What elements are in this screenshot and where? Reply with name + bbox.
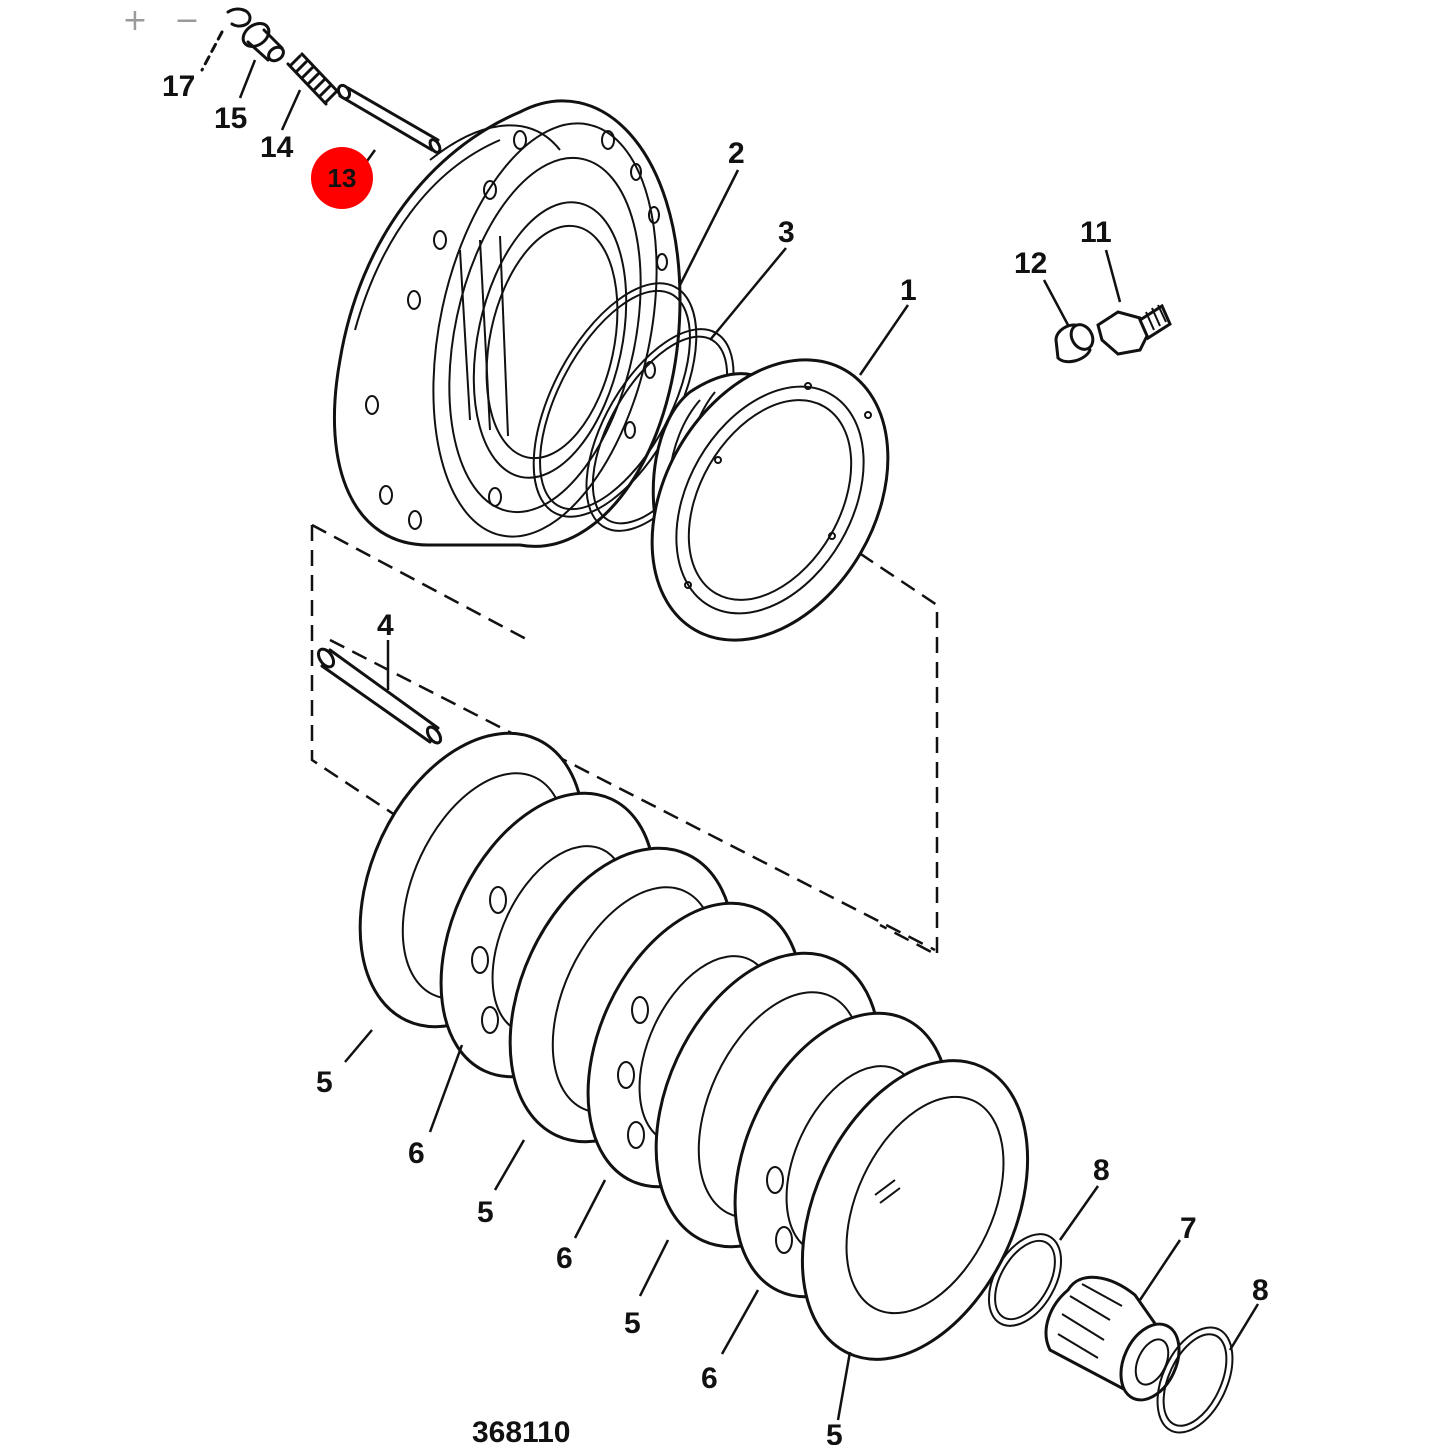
drawing-number: 368110 xyxy=(472,1416,570,1445)
callout-15[interactable]: 15 xyxy=(214,102,247,135)
part-13-stud[interactable] xyxy=(336,83,442,154)
callout-labels: 1 2 3 4 5 5 5 5 6 6 6 7 8 8 11 12 13 14 … xyxy=(162,70,1269,1445)
callout-6a[interactable]: 6 xyxy=(408,1137,425,1170)
callout-11[interactable]: 11 xyxy=(1080,216,1112,249)
highlight-marker xyxy=(311,147,373,209)
callout-2[interactable]: 2 xyxy=(728,137,745,170)
part-17-circlip[interactable] xyxy=(200,7,252,72)
part-14-spring[interactable] xyxy=(286,52,342,106)
callout-5d[interactable]: 5 xyxy=(826,1419,843,1445)
callout-17[interactable]: 17 xyxy=(162,70,195,103)
part-8-circlip-lower[interactable] xyxy=(1142,1316,1247,1445)
callout-1[interactable]: 1 xyxy=(900,274,917,307)
callout-14[interactable]: 14 xyxy=(260,131,294,164)
callout-13[interactable]: 13 xyxy=(328,163,357,193)
callout-6b[interactable]: 6 xyxy=(556,1242,573,1275)
callout-3[interactable]: 3 xyxy=(778,216,795,249)
brake-housing[interactable] xyxy=(332,99,691,557)
callout-7[interactable]: 7 xyxy=(1180,1212,1197,1245)
part-8-circlip-upper[interactable] xyxy=(974,1222,1076,1339)
callout-8b[interactable]: 8 xyxy=(1252,1274,1269,1307)
callout-12[interactable]: 12 xyxy=(1014,247,1047,280)
part-15-sleeve[interactable] xyxy=(239,19,286,64)
counter-plate-5d[interactable] xyxy=(758,1025,1073,1396)
part-12-plug[interactable] xyxy=(1054,321,1097,364)
callout-5a[interactable]: 5 xyxy=(316,1066,333,1099)
zoom-in-button[interactable]: + xyxy=(118,4,152,38)
callout-4[interactable]: 4 xyxy=(377,609,394,642)
zoom-controls: + − xyxy=(118,4,204,38)
callout-6c[interactable]: 6 xyxy=(701,1362,718,1395)
callout-8a[interactable]: 8 xyxy=(1093,1154,1110,1187)
part-11-bleed-nipple[interactable] xyxy=(1096,303,1172,356)
brake-disc-stack[interactable] xyxy=(316,697,1073,1395)
callout-5b[interactable]: 5 xyxy=(477,1196,494,1229)
leader-lines xyxy=(238,59,1260,1421)
part-4-dowel-pin[interactable] xyxy=(315,646,443,745)
assembly-outline xyxy=(310,468,939,958)
callout-5c[interactable]: 5 xyxy=(624,1307,641,1340)
part-7-splined-hub[interactable] xyxy=(1044,1275,1190,1409)
zoom-out-button[interactable]: − xyxy=(170,4,204,38)
part-1-piston[interactable] xyxy=(604,318,936,683)
